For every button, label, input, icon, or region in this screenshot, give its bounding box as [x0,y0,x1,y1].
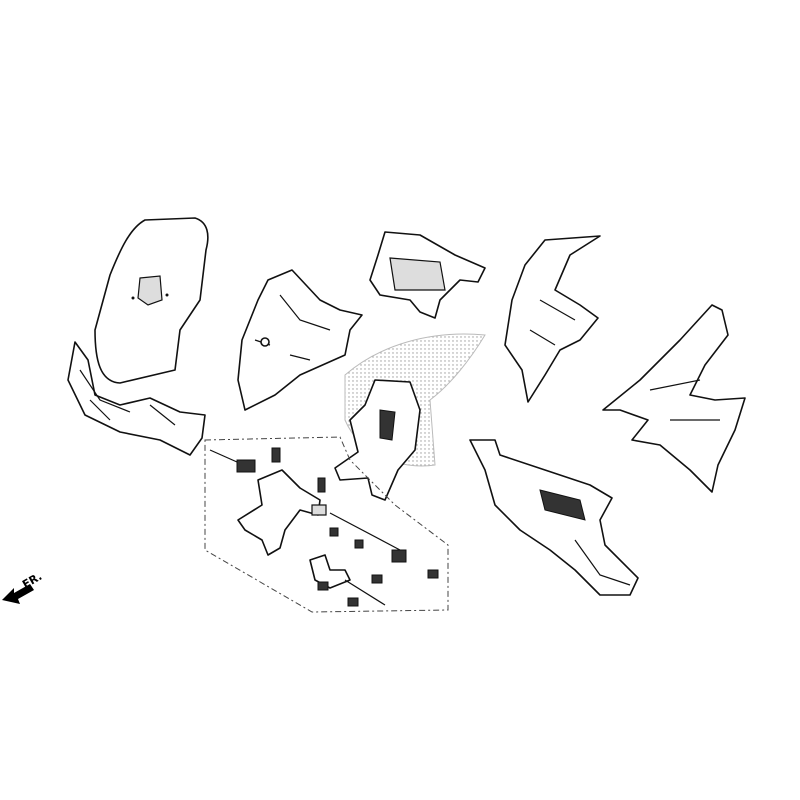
front-direction-arrow-icon [2,584,34,604]
right-side-cowl[interactable] [504,235,601,403]
adjuster-kit[interactable] [209,447,439,607]
adjuster-kit-frame [204,436,449,613]
front-lower-cowl[interactable] [67,341,206,456]
meter-panel-cover[interactable] [369,231,486,319]
left-side-cowl[interactable] [602,304,746,493]
lower-side-cowl[interactable] [469,439,639,596]
inner-upper-cowl[interactable] [237,269,363,411]
windscreen-stay[interactable] [334,379,421,501]
windscreen[interactable] [94,217,209,384]
